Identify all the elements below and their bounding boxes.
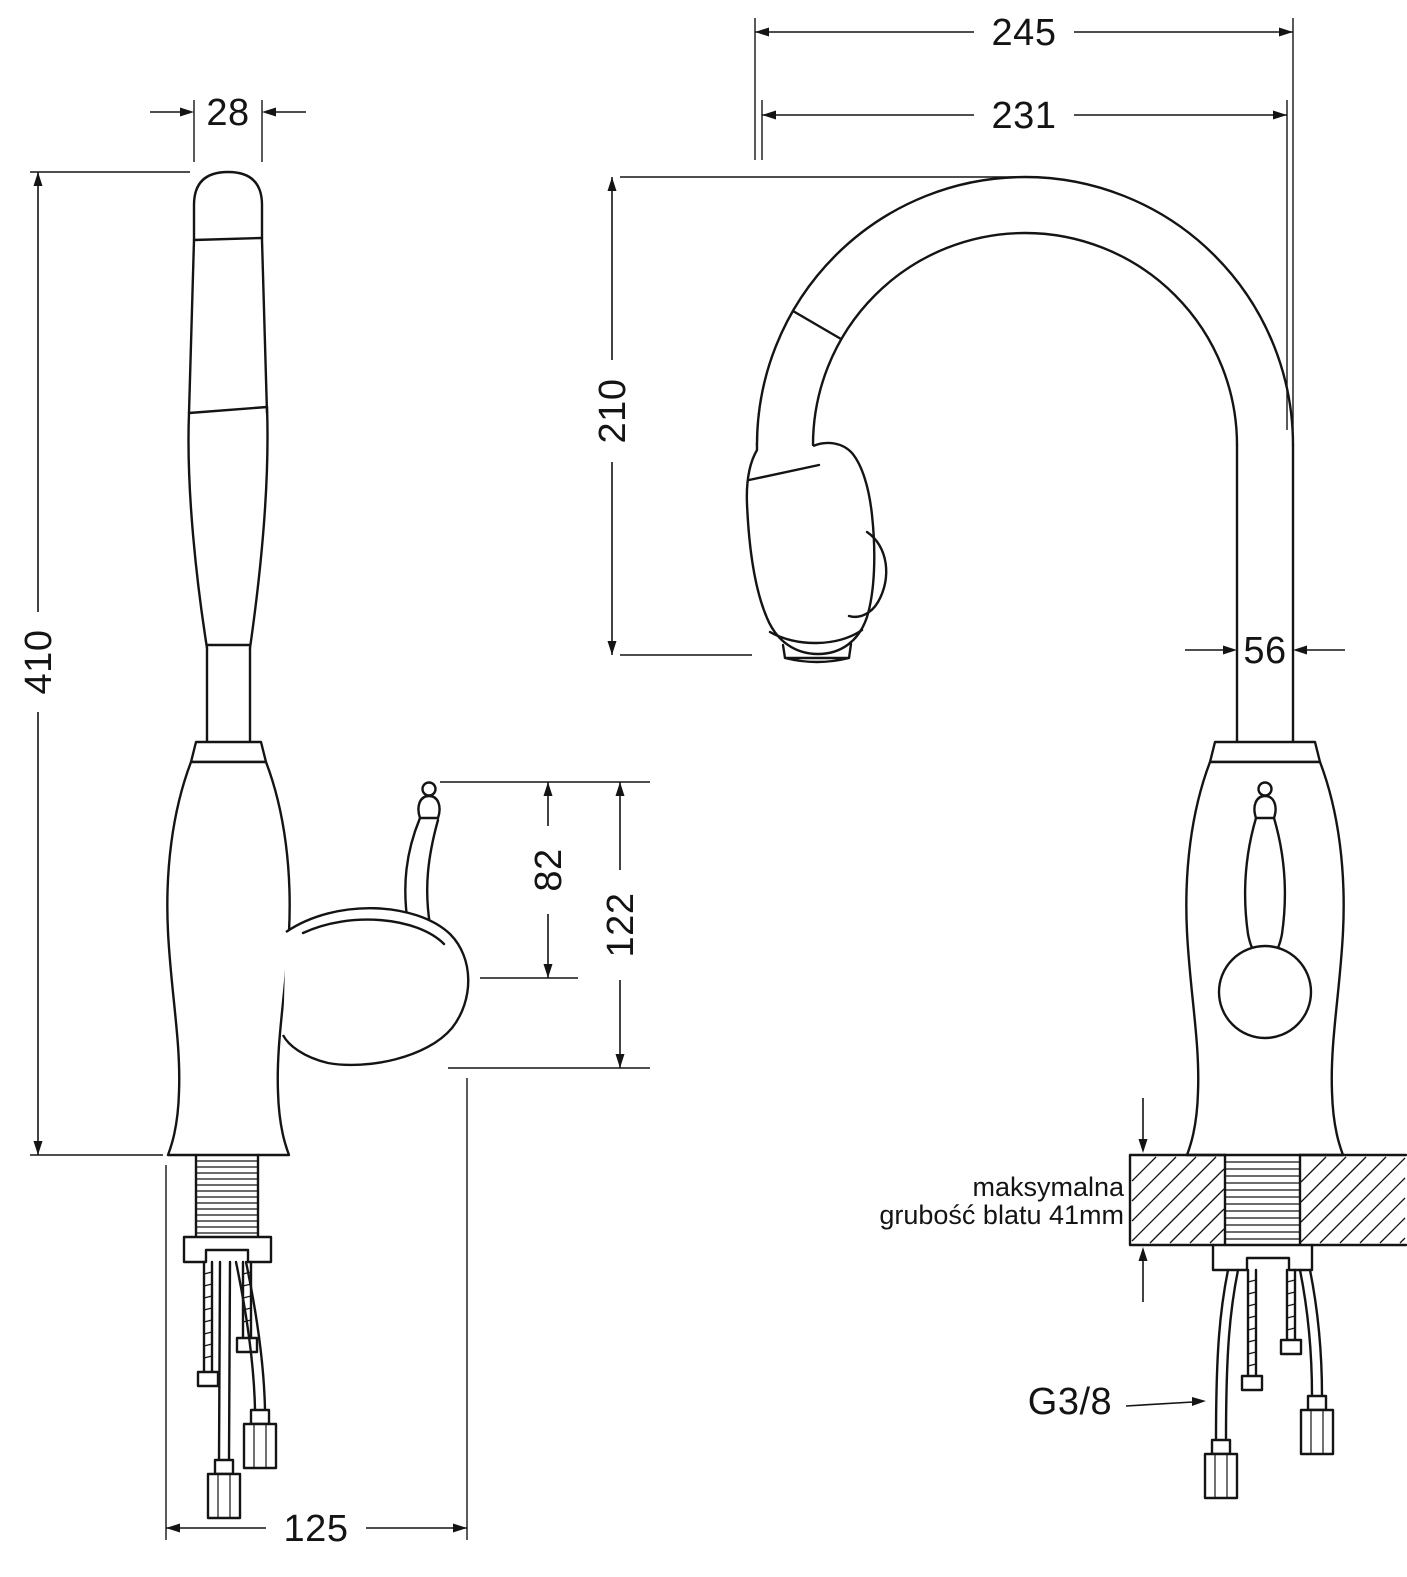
thread-callout: G3/8 bbox=[1028, 1381, 1206, 1423]
dim-245-label: 245 bbox=[992, 12, 1057, 54]
spray-trigger bbox=[847, 530, 888, 618]
dim-spout-width-28: 28 bbox=[150, 92, 306, 162]
right-hose-2-hex-facets bbox=[1310, 1410, 1324, 1454]
dim-56-label: 56 bbox=[1243, 630, 1286, 672]
left-handle-housing bbox=[281, 907, 470, 1067]
dim-82-label: 82 bbox=[528, 848, 570, 891]
dim-handle-upper-82: 82 bbox=[440, 781, 650, 979]
left-handle-finial bbox=[421, 781, 437, 797]
left-stud-2-threads bbox=[242, 1271, 252, 1323]
spray-head bbox=[745, 441, 876, 656]
left-handle-housing-seam bbox=[301, 918, 446, 946]
dim-28-label: 28 bbox=[206, 92, 249, 134]
right-faucet-view bbox=[745, 175, 1407, 1500]
dim-column-width-56: 56 bbox=[1185, 630, 1345, 672]
left-mounting-bracket bbox=[182, 1235, 273, 1264]
left-hose-2-hex bbox=[242, 1422, 278, 1470]
left-handle-lever bbox=[404, 816, 440, 927]
left-shank-threads bbox=[196, 1160, 258, 1234]
left-hose-1-hex bbox=[206, 1472, 242, 1520]
right-stud-1-threads bbox=[1247, 1279, 1257, 1367]
left-hose-1-hex-facets bbox=[217, 1474, 231, 1518]
right-handle-pivot-cap bbox=[1217, 944, 1313, 1040]
countertop-outline bbox=[1128, 1153, 1407, 1247]
dim-231-label: 231 bbox=[992, 95, 1057, 137]
left-spout-cap-seam bbox=[192, 236, 264, 242]
left-stud-1-threads bbox=[203, 1271, 213, 1359]
dim-overall-reach-245: 245 bbox=[754, 12, 1294, 430]
left-spout-taper bbox=[187, 411, 209, 650]
left-stud-1-nut bbox=[196, 1370, 220, 1388]
right-gooseneck-outer bbox=[755, 175, 1295, 447]
left-spout-taper bbox=[248, 405, 269, 650]
right-hose-2-hex bbox=[1299, 1408, 1335, 1456]
right-mounting-bracket bbox=[1211, 1243, 1314, 1272]
right-shank-threads bbox=[1225, 1161, 1300, 1240]
left-handle-vase bbox=[417, 794, 441, 820]
right-stud-1 bbox=[1246, 1268, 1258, 1378]
left-hose-2 bbox=[234, 1260, 267, 1412]
dim-122-label: 122 bbox=[600, 893, 642, 958]
left-neck bbox=[205, 646, 252, 744]
dim-210-label: 210 bbox=[592, 379, 634, 444]
dim-spout-reach-231: 231 bbox=[761, 95, 1288, 430]
countertop-note-line1: maksymalna bbox=[972, 1172, 1125, 1202]
right-shank bbox=[1223, 1153, 1302, 1247]
dim-410-label: 410 bbox=[18, 630, 60, 695]
countertop-section bbox=[1128, 1153, 1407, 1247]
right-column bbox=[1235, 443, 1295, 744]
left-spout-mid-seam bbox=[187, 405, 269, 415]
right-hose-2 bbox=[1298, 1268, 1324, 1398]
right-hose-1-hex-facets bbox=[1214, 1454, 1228, 1498]
left-hose-2-stem bbox=[249, 1408, 271, 1426]
dim-total-height-410: 410 bbox=[18, 171, 190, 1156]
left-hose-2-hex-facets bbox=[253, 1424, 267, 1468]
right-hose-2-stem bbox=[1306, 1394, 1328, 1412]
right-hose-1-stem bbox=[1210, 1438, 1232, 1456]
left-collar bbox=[189, 740, 268, 764]
countertop-note-line2: grubość blatu 41mm bbox=[879, 1200, 1124, 1230]
spray-aerator bbox=[768, 628, 864, 664]
dim-base-reach-125: 125 bbox=[165, 1078, 468, 1550]
right-hose-1 bbox=[1214, 1268, 1240, 1442]
right-handle-finial bbox=[1257, 781, 1273, 797]
countertop-thickness-indicator: maksymalna grubość blatu 41mm bbox=[879, 1098, 1148, 1302]
right-stud-1-nut bbox=[1240, 1374, 1264, 1392]
right-handle-vase bbox=[1253, 794, 1277, 820]
left-faucet-view bbox=[166, 170, 470, 1520]
left-hose-1 bbox=[217, 1260, 232, 1462]
dim-spout-height-210: 210 bbox=[592, 176, 1018, 656]
right-collar bbox=[1208, 740, 1322, 764]
right-stud-2-threads bbox=[1286, 1279, 1296, 1331]
left-body-bell bbox=[166, 760, 291, 1157]
countertop-hatch-right bbox=[1300, 1156, 1406, 1244]
thread-label: G3/8 bbox=[1028, 1381, 1112, 1423]
left-stud-1 bbox=[202, 1260, 214, 1374]
left-hose-1-stem bbox=[213, 1458, 235, 1476]
right-gooseneck-inner bbox=[811, 231, 1239, 447]
countertop-hatch-left bbox=[1131, 1156, 1225, 1244]
dim-handle-total-122: 122 bbox=[448, 782, 650, 1069]
left-stud-2-nut bbox=[235, 1336, 259, 1354]
right-gooseneck-seam bbox=[791, 309, 843, 341]
spray-head-seam bbox=[747, 463, 821, 482]
right-stud-2-nut bbox=[1279, 1338, 1303, 1356]
dim-125-label: 125 bbox=[284, 1508, 349, 1550]
left-shank bbox=[194, 1153, 260, 1239]
right-hose-1-hex bbox=[1203, 1452, 1239, 1500]
left-spout-body bbox=[187, 170, 269, 415]
